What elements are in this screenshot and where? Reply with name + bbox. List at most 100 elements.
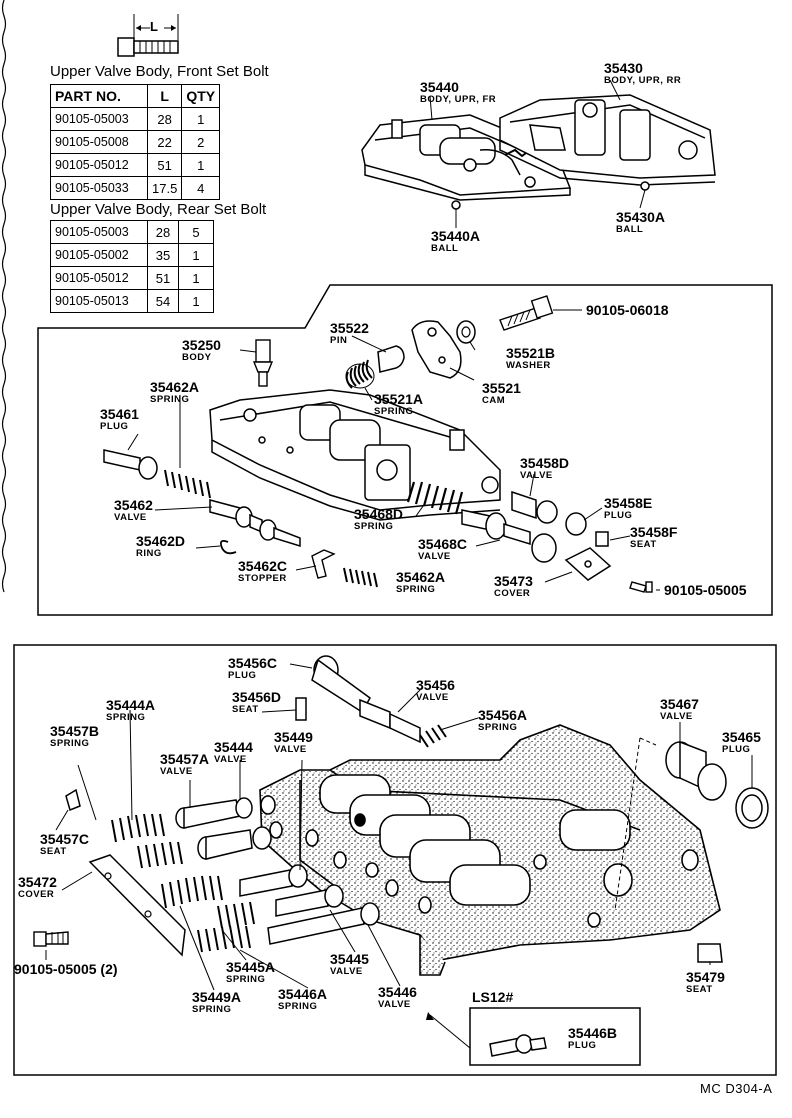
part-no-cell: 90105-05013 <box>50 289 148 313</box>
part-num-35473: 35473 <box>494 573 533 589</box>
part-num-35462a-bottom: 35462A <box>396 569 446 585</box>
part-desc-35468c: VALVE <box>418 551 451 562</box>
lower-section-frame <box>13 644 777 1076</box>
stopper-35462c <box>311 549 336 579</box>
part-desc-35445: VALVE <box>330 966 363 977</box>
part-desc-35462d: RING <box>136 548 162 559</box>
part-no-cell: 90105-05003 <box>50 107 148 131</box>
part-num-35446: 35446 <box>378 984 417 1000</box>
valve-35457a <box>175 797 253 829</box>
length-cell: 28 <box>146 107 183 131</box>
part-desc-35446a: SPRING <box>278 1001 318 1012</box>
seat-35479 <box>697 943 723 963</box>
ball-35430a <box>640 181 650 191</box>
spring-35462a-bottom <box>343 567 378 588</box>
part-desc-35467: VALVE <box>660 711 693 722</box>
part-desc-35465: PLUG <box>722 744 751 755</box>
ls12-label: LS12# <box>472 989 514 1005</box>
spring-35457b <box>111 813 165 843</box>
part-num-35449: 35449 <box>274 729 313 745</box>
part-desc-35457c: SEAT <box>40 846 67 857</box>
part-num-35465: 35465 <box>722 729 761 745</box>
part-desc-35446: VALVE <box>378 999 411 1010</box>
length-cell: 17.5 <box>146 176 183 200</box>
part-desc-35462a-bottom: SPRING <box>396 584 436 595</box>
ring-35462d <box>219 539 237 555</box>
part-desc-35461: PLUG <box>100 421 129 432</box>
length-cell: 28 <box>147 220 179 244</box>
part-num-35458d: 35458D <box>520 455 570 471</box>
part-num-35468c: 35468C <box>418 536 468 552</box>
spring-35468d <box>406 481 464 515</box>
part-num-35522: 35522 <box>330 320 369 336</box>
part-num-35440: 35440 <box>420 79 459 95</box>
torn-edge <box>1 0 7 593</box>
part-desc-35473: COVER <box>494 588 531 599</box>
part-desc-35449a: SPRING <box>192 1004 232 1015</box>
part-num-35462d: 35462D <box>136 533 186 549</box>
plug-35446b <box>489 1034 547 1057</box>
seat-35458f <box>595 531 609 547</box>
part-desc-35440a: BALL <box>431 243 459 254</box>
qty-cell: 1 <box>181 153 221 177</box>
part-desc-35446b: PLUG <box>568 1040 597 1051</box>
part-desc-35457b: SPRING <box>50 738 90 749</box>
valve-35458d <box>511 490 558 524</box>
body-35250 <box>252 339 274 387</box>
part-num-35456a: 35456A <box>478 707 528 723</box>
part-num-35430: 35430 <box>604 60 643 76</box>
part-num-35449a: 35449A <box>192 989 242 1005</box>
ls12-inset-frame <box>469 1007 641 1066</box>
part-desc-35457a: VALVE <box>160 766 193 777</box>
front-bolt-table-title: Upper Valve Body, Front Set Bolt <box>50 63 269 80</box>
part-num-35462c: 35462C <box>238 558 288 574</box>
part-desc-35462c: STOPPER <box>238 573 287 584</box>
part-num-90105-05005: 90105-05005 <box>664 582 747 598</box>
part-num-35457b: 35457B <box>50 723 100 739</box>
plug-35465 <box>735 787 769 829</box>
part-num-35467: 35467 <box>660 696 699 712</box>
table-header-row: PART NO. L QTY <box>50 84 221 108</box>
qty-cell: 1 <box>178 266 214 290</box>
part-desc-35456: VALVE <box>416 692 449 703</box>
part-num-35430a: 35430A <box>616 209 666 225</box>
spring-35462a-top <box>164 469 211 499</box>
valve-35446 <box>267 902 380 945</box>
valve-35444 <box>197 826 272 860</box>
qty-cell: 5 <box>178 220 214 244</box>
qty-cell: 1 <box>181 107 221 131</box>
cover-35472 <box>88 854 186 957</box>
part-desc-35456c: PLUG <box>228 670 257 681</box>
part-desc-35479: SEAT <box>686 984 713 995</box>
part-desc-35521b: WASHER <box>506 360 551 371</box>
col-part-no: PART NO. <box>50 84 148 108</box>
length-cell: 51 <box>146 153 183 177</box>
valve-35468c <box>461 509 557 563</box>
spring-35449a <box>161 875 223 909</box>
part-desc-35445a: SPRING <box>226 974 266 985</box>
bolt-90105-05005-2 <box>33 931 69 947</box>
part-desc-35456a: SPRING <box>478 722 518 733</box>
part-desc-35440: BODY, UPR, FR <box>420 94 497 105</box>
plug-35458e <box>565 512 587 536</box>
part-num-35521: 35521 <box>482 380 521 396</box>
part-desc-35430a: BALL <box>616 224 644 235</box>
seat-35457c <box>65 788 81 812</box>
part-num-35457a: 35457A <box>160 751 210 767</box>
bolt-90105-06018 <box>499 295 554 331</box>
length-cell: 35 <box>147 243 179 267</box>
seat-35456d <box>295 697 307 721</box>
part-num-35456: 35456 <box>416 677 455 693</box>
part-no-cell: 90105-05012 <box>50 153 148 177</box>
middle-valve-body-illustration <box>209 389 501 521</box>
part-desc-35522: PIN <box>330 335 348 346</box>
diagram-code: MC D304-A <box>700 1081 773 1096</box>
